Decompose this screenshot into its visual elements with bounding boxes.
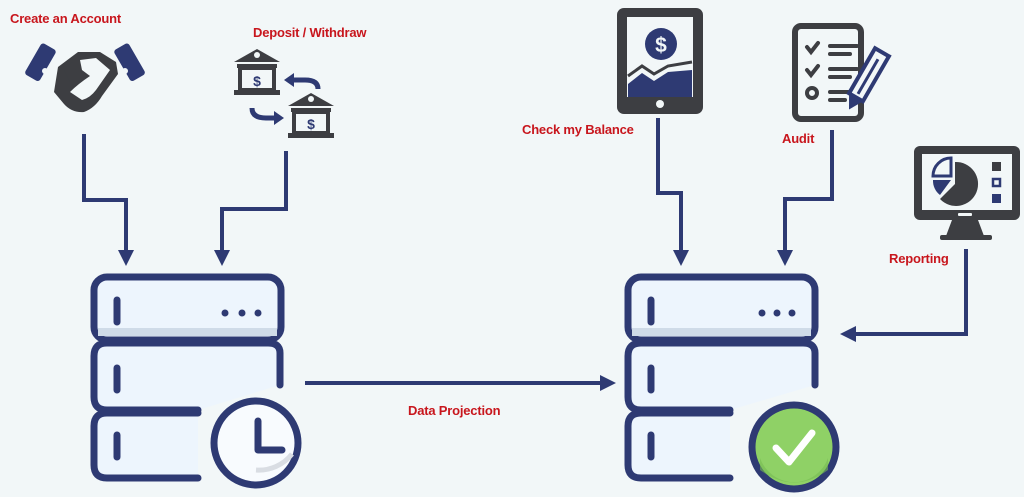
arrow-deposit-to-write-store <box>214 151 288 266</box>
server-unit <box>90 339 284 414</box>
arrow-balance-to-read-store <box>656 118 689 266</box>
clock-icon <box>210 397 302 489</box>
dollar-sign: $ <box>655 34 667 57</box>
label-deposit-withdraw: Deposit / Withdraw <box>253 25 367 40</box>
arrow-audit-to-read-store <box>777 130 834 266</box>
dollar-sign: $ <box>307 116 315 132</box>
monitor-pie-chart-icon <box>914 146 1020 240</box>
bank-building-icon: $ <box>288 93 334 138</box>
label-create-account: Create an Account <box>10 11 121 26</box>
handshake-icon <box>25 43 145 113</box>
server-unit <box>90 409 202 482</box>
label-reporting: Reporting <box>889 251 949 266</box>
dollar-sign: $ <box>253 73 261 89</box>
server-unit <box>624 339 819 414</box>
label-check-balance: Check my Balance <box>522 122 634 137</box>
arrow-create-to-write-store <box>82 134 134 266</box>
tablet-dollar-chart-icon: $ <box>617 8 703 114</box>
server-unit <box>90 273 285 344</box>
server-clock-icon <box>90 273 302 489</box>
server-unit <box>624 273 819 344</box>
server-unit <box>624 409 734 482</box>
arrow-reporting-to-read-store <box>840 249 968 342</box>
label-audit: Audit <box>782 131 815 146</box>
server-check-icon <box>624 273 840 493</box>
check-circle-icon <box>748 401 840 493</box>
arrow-right-icon <box>249 107 276 121</box>
bank-transfer-icon: $ $ <box>234 49 334 138</box>
arrow-left-icon <box>292 77 321 90</box>
bank-building-icon: $ <box>234 49 280 95</box>
checklist-pencil-icon <box>792 23 892 122</box>
label-data-projection: Data Projection <box>408 403 501 418</box>
